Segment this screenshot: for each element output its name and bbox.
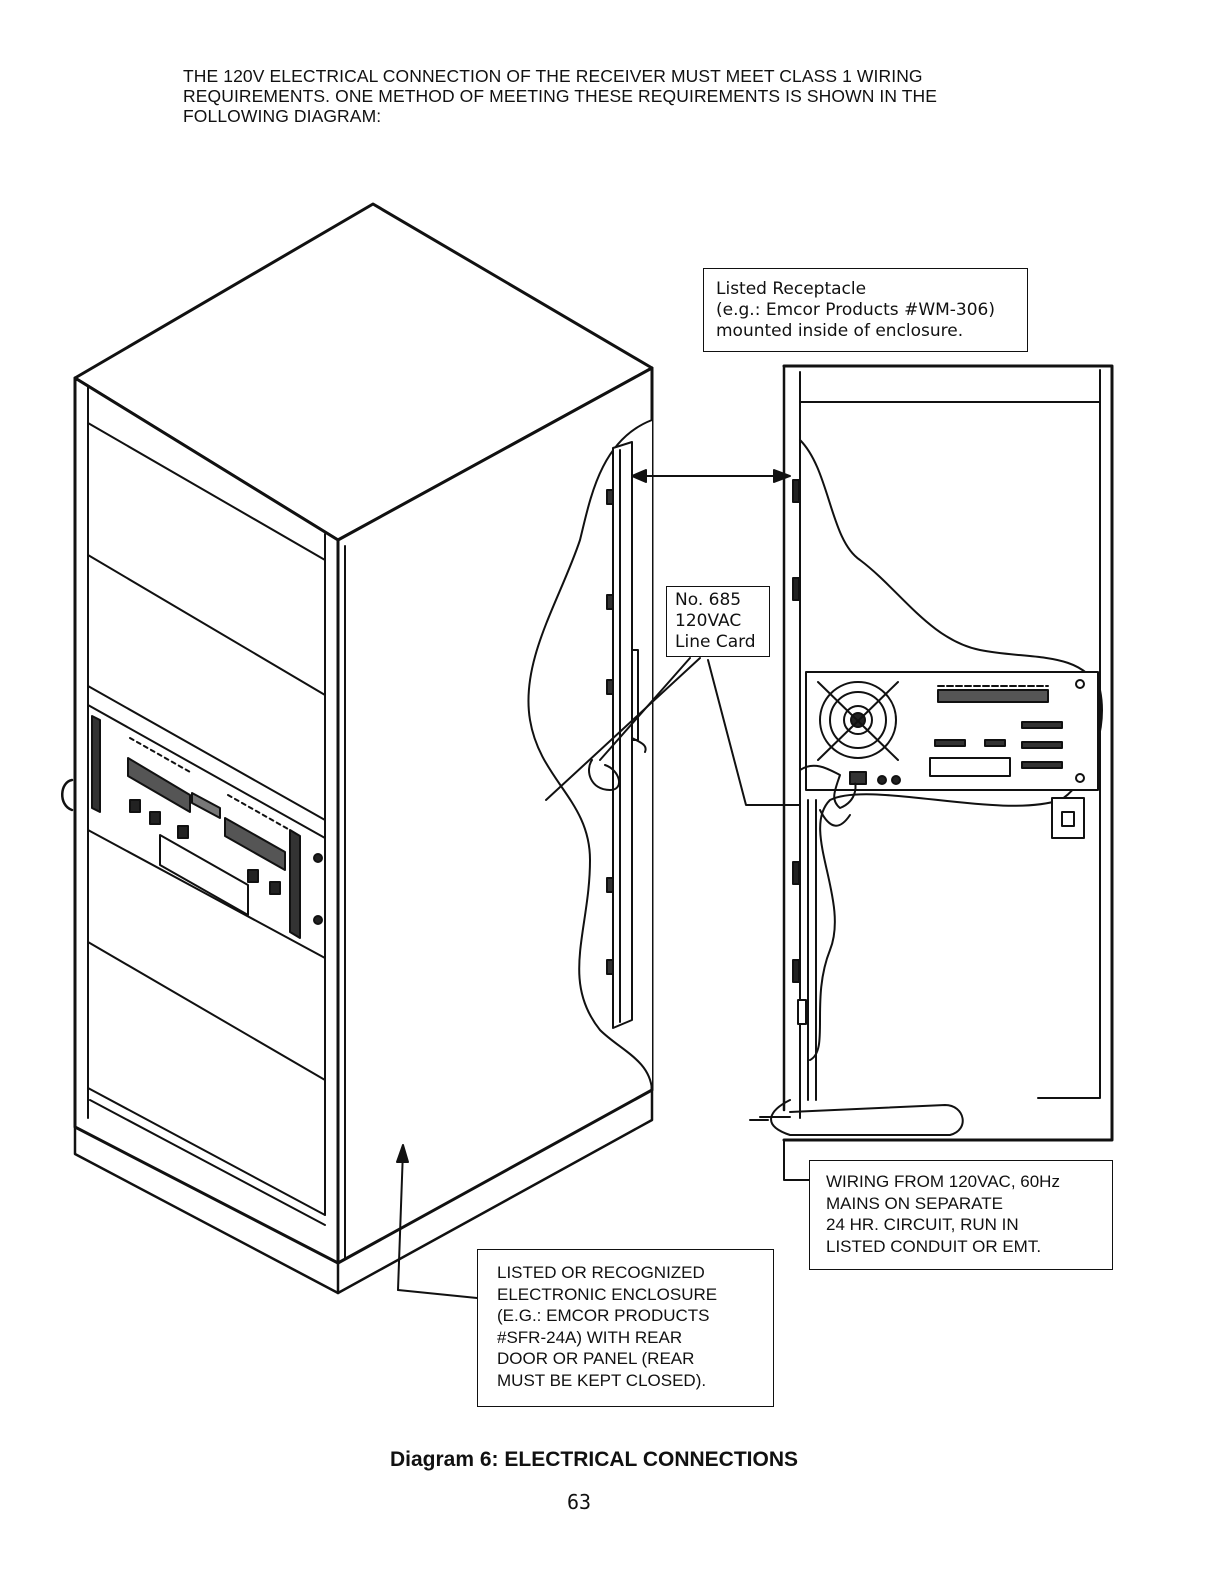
intro-text: THE 120V ELECTRICAL CONNECTION OF THE RE… [183, 66, 1063, 126]
callout-line: MUST BE KEPT CLOSED). [497, 1370, 707, 1390]
intro-line-3: FOLLOWING DIAGRAM: [183, 106, 382, 126]
callout-line: mounted inside of enclosure. [716, 321, 964, 341]
callout-listed-receptacle: Listed Receptacle (e.g.: Emcor Products … [703, 268, 1028, 352]
callout-line: #SFR-24A) WITH REAR [497, 1327, 683, 1347]
page-number: 63 [566, 1490, 592, 1514]
callout-line: DOOR OR PANEL (REAR [497, 1349, 695, 1368]
receiver-rack-unit [87, 704, 326, 959]
callout-line: (e.g.: Emcor Products #WM-306) [716, 300, 996, 320]
callout-line: No. 685 [675, 590, 742, 610]
callout-line: 120VAC [675, 611, 742, 631]
callout-line: (E.G.: EMCOR PRODUCTS [497, 1306, 710, 1325]
callout-line-card: No. 685 120VAC Line Card [666, 586, 770, 657]
callout-line: WIRING FROM 120VAC, 60Hz [826, 1172, 1060, 1191]
cutaway-rail [527, 419, 801, 1091]
callout-line: Listed Receptacle [716, 279, 867, 299]
intro-line-1: THE 120V ELECTRICAL CONNECTION OF THE RE… [183, 66, 923, 86]
callout-line: MAINS ON SEPARATE [826, 1193, 1003, 1213]
callout-line: 24 HR. CIRCUIT, RUN IN [826, 1215, 1019, 1234]
callout-line: LISTED OR RECOGNIZED [497, 1263, 705, 1282]
intro-line-2: REQUIREMENTS. ONE METHOD OF MEETING THES… [183, 86, 938, 106]
enclosure-interior [749, 364, 1114, 1181]
callout-wiring: WIRING FROM 120VAC, 60Hz MAINS ON SEPARA… [809, 1160, 1113, 1270]
callout-electronic-enclosure: LISTED OR RECOGNIZED ELECTRONIC ENCLOSUR… [477, 1249, 774, 1407]
cabinet-drawing [61, 202, 654, 1299]
callout-line: LISTED CONDUIT OR EMT. [826, 1236, 1042, 1256]
callout-line: ELECTRONIC ENCLOSURE [497, 1284, 718, 1304]
diagram-caption: Diagram 6: ELECTRICAL CONNECTIONS [390, 1448, 798, 1471]
callout-line: Line Card [675, 632, 756, 652]
